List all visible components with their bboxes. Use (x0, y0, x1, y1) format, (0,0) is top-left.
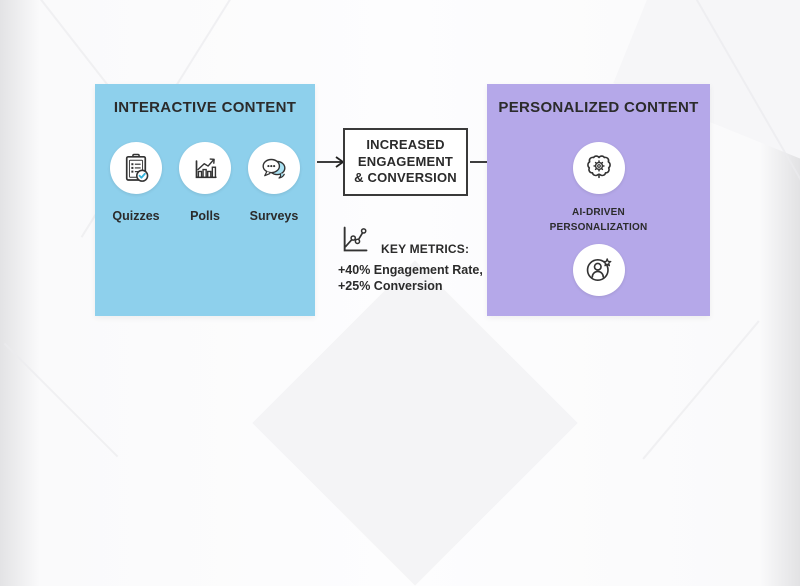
background-line (642, 320, 760, 460)
interactive-content-title: INTERACTIVE CONTENT (113, 99, 297, 116)
personalized-content-panel: PERSONALIZED CONTENT (487, 84, 710, 316)
box-line-3: & CONVERSION (354, 170, 457, 186)
right-arrow-icon (317, 156, 344, 168)
surveys-icon-circle (248, 142, 300, 194)
clipboard-check-icon (125, 153, 149, 182)
line-chart-icon (343, 226, 368, 252)
polls-item: Polls (177, 142, 233, 223)
quizzes-item: Quizzes (108, 142, 164, 223)
surveys-item: Surveys (246, 142, 302, 223)
polls-icon-circle (179, 142, 231, 194)
key-metrics-values: +40% Engagement Rate, +25% Conversion (338, 262, 498, 295)
conversion-metric: +25% Conversion (338, 279, 443, 294)
ai-label-line-2: PERSONALIZATION (549, 221, 648, 233)
key-metrics-header: KEY METRICS: (338, 219, 498, 259)
key-metrics-heading: KEY METRICS: (381, 242, 470, 256)
personalized-content-title: PERSONALIZED CONTENT (498, 99, 699, 116)
quizzes-icon-circle (110, 142, 162, 194)
interactive-items-row: Quizzes Polls (95, 142, 315, 223)
ai-driven-personalization-label: AI-DRIVEN PERSONALIZATION (550, 206, 648, 235)
quizzes-label: Quizzes (112, 209, 160, 223)
ai-label-line-1: AI-DRIVEN (572, 207, 625, 218)
user-icon-circle (572, 244, 625, 296)
interactive-content-panel: INTERACTIVE CONTENT (95, 84, 315, 316)
background-line (3, 342, 119, 458)
chat-bubbles-icon (262, 158, 286, 179)
ai-icon-circle (572, 142, 625, 194)
bar-chart-icon (195, 158, 217, 179)
surveys-label: Surveys (249, 209, 299, 223)
engagement-rate-metric: +40% Engagement Rate, (338, 263, 483, 277)
flow-arrow-left (316, 155, 346, 169)
engagement-conversion-box: INCREASED ENGAGEMENT & CONVERSION (343, 128, 468, 196)
infographic-canvas: INTERACTIVE CONTENT (3, 0, 800, 586)
key-metrics-block: KEY METRICS: +40% Engagement Rate, +25% … (338, 219, 498, 295)
brain-gear-icon (586, 155, 611, 179)
box-line-1: INCREASED (366, 136, 445, 152)
polls-label: Polls (190, 209, 220, 223)
person-star-icon (586, 258, 611, 282)
personalized-items-stack: AI-DRIVEN PERSONALIZATION (487, 142, 710, 296)
box-line-2: ENGAGEMENT (357, 153, 454, 169)
